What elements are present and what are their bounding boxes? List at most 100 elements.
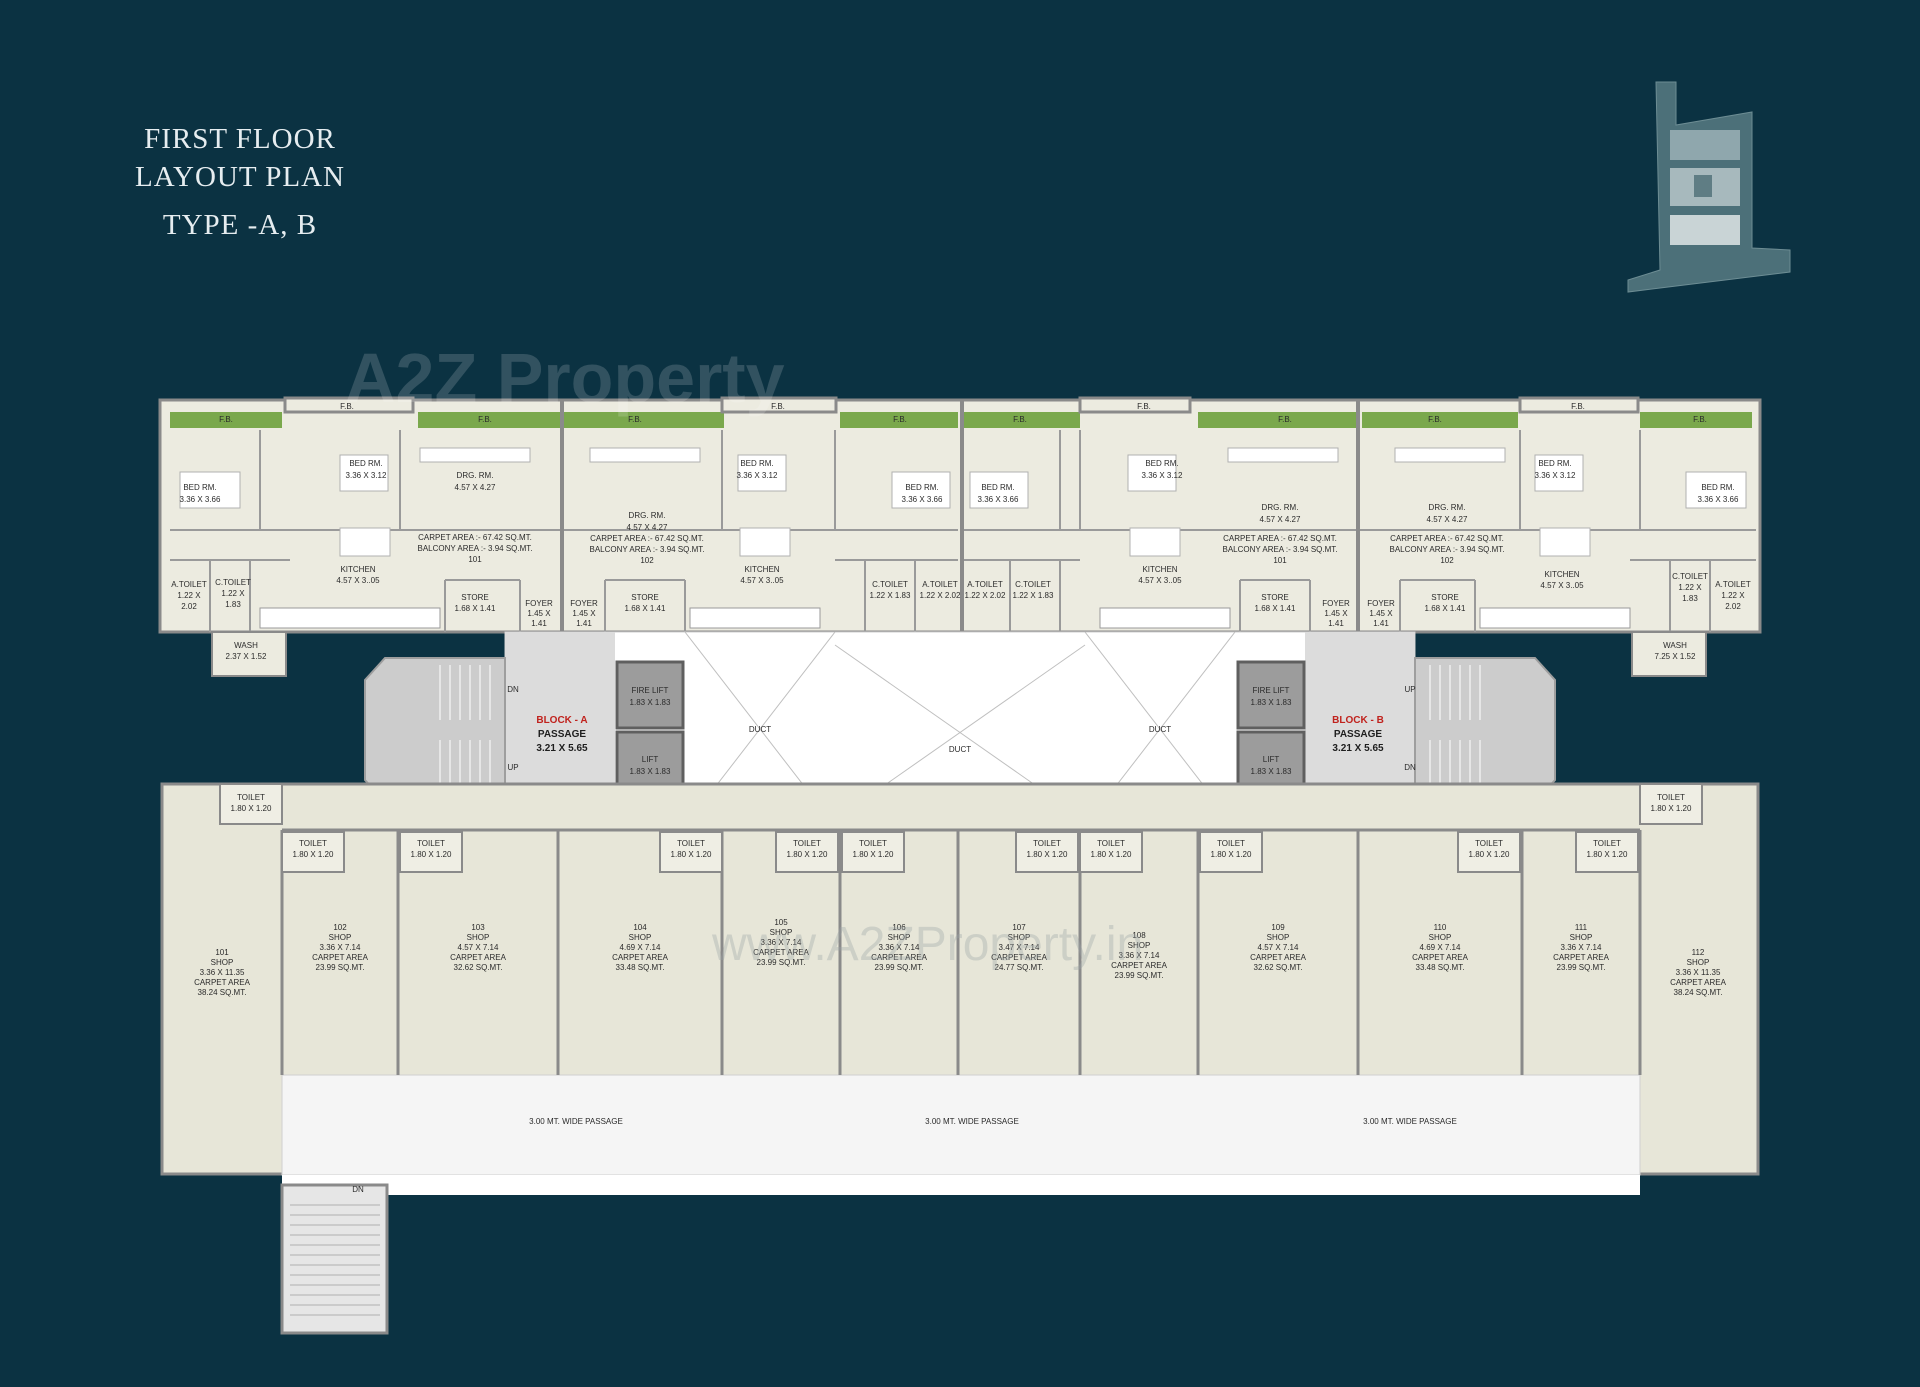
dimension-label: 23.99 SQ.MT.	[875, 963, 924, 972]
dimension-label: 1.80 X 1.20	[1651, 804, 1692, 813]
toilet-label: TOILET	[237, 793, 265, 802]
url-watermark: www.A2ZProperty.in	[711, 918, 1143, 971]
dimension-label: 1.45 X	[572, 609, 596, 618]
stair-up-label: UP	[1404, 685, 1415, 694]
common-toilet-label: C.TOILET	[872, 580, 908, 589]
dimension-label: 1.80 X 1.20	[293, 850, 334, 859]
dimension-label: 3.36 X 3.66	[902, 495, 943, 504]
fb-label: F.B.	[219, 415, 233, 424]
dimension-label: 3.36 X 7.14	[1119, 951, 1160, 960]
shop-labels: TOILET 1.80 X 1.20 TOILET 1.80 X 1.20 TO…	[194, 793, 1727, 1194]
bed-room-label: BED RM.	[1701, 483, 1734, 492]
dimension-label: 1.83 X 1.83	[1251, 767, 1292, 776]
duct-label: DUCT	[749, 725, 771, 734]
passage-label: PASSAGE	[1334, 729, 1382, 740]
dimension-label: 3.36 X 3.12	[346, 471, 387, 480]
wide-passage-label: 3.00 MT. WIDE PASSAGE	[529, 1117, 623, 1126]
dimension-label: 1.45 X	[527, 609, 551, 618]
dimension-label: 1.22 X 2.02	[920, 591, 961, 600]
dimension-label: 3.36 X 11.35	[200, 968, 245, 977]
bed-room-label: BED RM.	[183, 483, 216, 492]
drawing-room-label: DRG. RM.	[1429, 503, 1466, 512]
title-line-2: LAYOUT PLAN	[135, 161, 345, 193]
fb-label: F.B.	[478, 415, 492, 424]
dimension-label: 3.21 X 5.65	[1332, 743, 1384, 754]
dimension-label: 4.57 X 4.27	[1427, 515, 1468, 524]
passage-label: PASSAGE	[538, 729, 586, 740]
fire-lift-label: FIRE LIFT	[1253, 686, 1290, 695]
store-label: STORE	[1261, 593, 1288, 602]
dimension-label: 1.22 X 1.83	[870, 591, 911, 600]
dimension-label: 4.69 X 7.14	[620, 943, 661, 952]
dimension-label: 1.41	[531, 619, 547, 628]
toilet-label: TOILET	[859, 839, 887, 848]
toilet-label: TOILET	[1593, 839, 1621, 848]
dimension-label: 1.83 X 1.83	[630, 767, 671, 776]
dimension-label: CARPET AREA	[312, 953, 369, 962]
toilet-label: TOILET	[1217, 839, 1245, 848]
lift-label: LIFT	[642, 755, 659, 764]
dimension-label: 1.22 X 2.02	[965, 591, 1006, 600]
foyer-label: FOYER	[570, 599, 598, 608]
dimension-label: CARPET AREA	[1412, 953, 1469, 962]
flat-labels: F.B. F.B. F.B. F.B. F.B. F.B. F.B. F.B. …	[171, 402, 1751, 661]
dimension-label: 38.24 SQ.MT.	[1674, 988, 1723, 997]
dimension-label: 1.22 X	[221, 589, 245, 598]
title-line-3: TYPE -A, B	[162, 209, 318, 241]
dimension-label: SHOP	[211, 958, 234, 967]
dimension-label: 4.57 X 4.27	[455, 483, 496, 492]
attached-toilet-label: A.TOILET	[1715, 580, 1751, 589]
attached-toilet-label: A.TOILET	[171, 580, 207, 589]
dimension-label: BALCONY AREA :- 3.94 SQ.MT.	[589, 545, 704, 554]
foyer-label: FOYER	[1322, 599, 1350, 608]
dimension-label: CARPET AREA :- 67.42 SQ.MT.	[1223, 534, 1337, 543]
foyer-label: FOYER	[1367, 599, 1395, 608]
dimension-label: 1.22 X	[1721, 591, 1745, 600]
dimension-label: 23.99 SQ.MT.	[1115, 971, 1164, 980]
store-label: STORE	[631, 593, 658, 602]
dimension-label: 3.36 X 3.12	[1142, 471, 1183, 480]
dimension-label: SHOP	[1570, 933, 1593, 942]
shop-number: 110	[1434, 923, 1447, 932]
dimension-label: BALCONY AREA :- 3.94 SQ.MT.	[1389, 545, 1504, 554]
dimension-label: 1.68 X 1.41	[1255, 604, 1296, 613]
wide-passage-label: 3.00 MT. WIDE PASSAGE	[925, 1117, 1019, 1126]
dimension-label: 101	[468, 555, 482, 564]
dimension-label: 1.45 X	[1369, 609, 1393, 618]
dimension-label: 3.36 X 7.14	[320, 943, 361, 952]
wash-label: WASH	[1663, 641, 1687, 650]
dimension-label: 3.21 X 5.65	[536, 743, 588, 754]
dimension-label: 4.57 X 4.27	[627, 523, 668, 532]
fb-label: F.B.	[340, 402, 354, 411]
shop-number: 105	[774, 918, 788, 927]
dimension-label: 1.22 X 1.83	[1013, 591, 1054, 600]
dimension-label: 4.57 X 3..05	[1540, 581, 1584, 590]
bed-room-label: BED RM.	[349, 459, 382, 468]
block-b-label: BLOCK - B	[1332, 715, 1384, 726]
dimension-label: SHOP	[888, 933, 911, 942]
dimension-label: 33.48 SQ.MT.	[1416, 963, 1465, 972]
wash-label: WASH	[234, 641, 258, 650]
dimension-label: 2.37 X 1.52	[226, 652, 267, 661]
store-label: STORE	[1431, 593, 1458, 602]
toilet-label: TOILET	[299, 839, 327, 848]
dimension-label: 1.80 X 1.20	[411, 850, 452, 859]
stair-down-label: DN	[1404, 763, 1416, 772]
toilet-label: TOILET	[1033, 839, 1061, 848]
bed-room-label: BED RM.	[981, 483, 1014, 492]
dimension-label: CARPET AREA	[194, 978, 251, 987]
logo-watermark: A2Z Property	[345, 339, 785, 417]
dimension-label: 1.80 X 1.20	[1211, 850, 1252, 859]
plan-title: FIRST FLOOR LAYOUT PLAN TYPE -A, B	[110, 120, 370, 244]
dimension-label: 3.36 X 3.12	[1535, 471, 1576, 480]
dimension-label: 1.80 X 1.20	[1469, 850, 1510, 859]
fb-label: F.B.	[893, 415, 907, 424]
dimension-label: 1.80 X 1.20	[787, 850, 828, 859]
dimension-label: 1.83	[225, 600, 241, 609]
stair-down-label: DN	[352, 1185, 364, 1194]
fb-label: F.B.	[628, 415, 642, 424]
key-plan-icon	[1627, 81, 1791, 293]
fb-label: F.B.	[1278, 415, 1292, 424]
stair-up-label: UP	[507, 763, 518, 772]
bed-room-label: BED RM.	[740, 459, 773, 468]
